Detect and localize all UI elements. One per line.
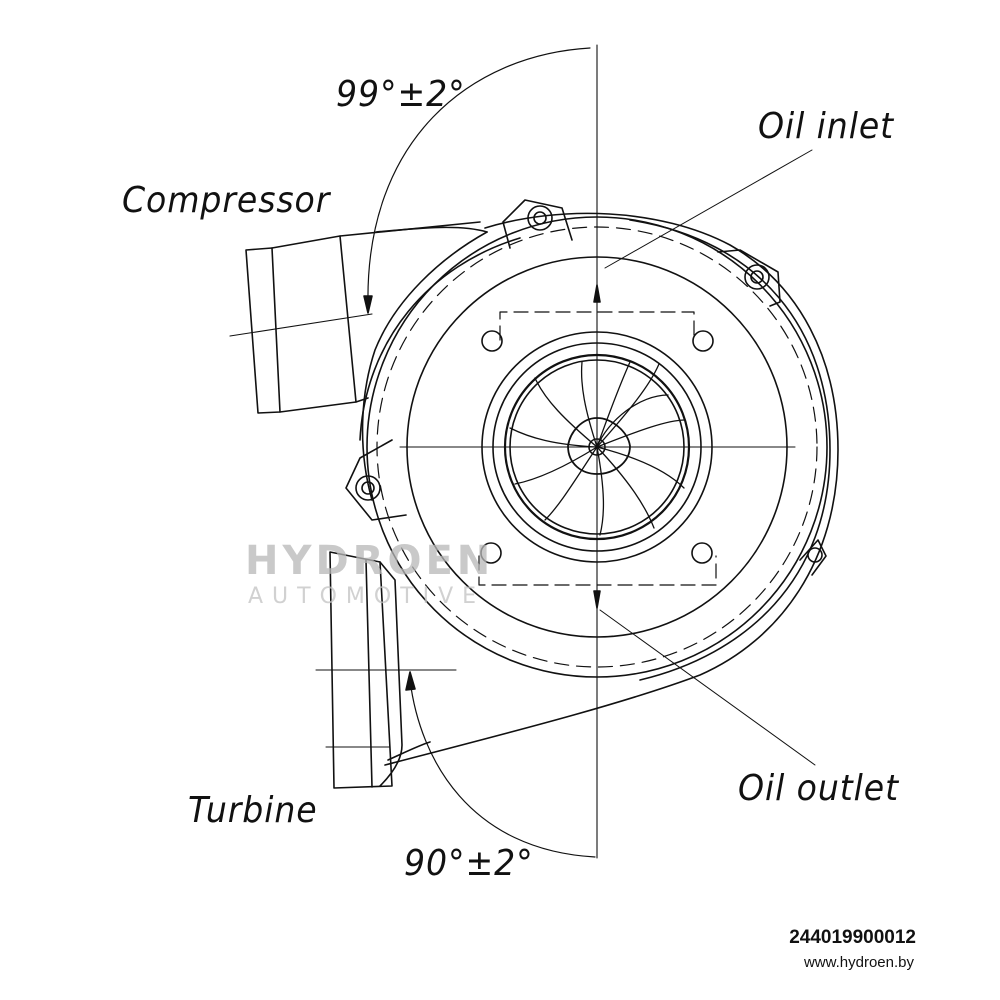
oil-inlet-flange-dashed <box>499 311 695 341</box>
compressor-wheel-blades <box>509 361 686 536</box>
compressor-axis-line <box>229 313 373 337</box>
compressor-outlet-pipe <box>245 221 488 414</box>
bolt-hole-bottom-right <box>691 542 713 564</box>
label-angle-compressor: 99°±2° <box>336 74 466 115</box>
angle-arrow-turbine <box>405 671 416 691</box>
housing-lug-lower-right <box>799 539 827 576</box>
label-angle-turbine: 90°±2° <box>404 843 534 884</box>
volute-housing-second-outline <box>359 237 521 441</box>
website-link[interactable]: www.hydroen.by <box>803 954 914 971</box>
label-oil-inlet: Oil inlet <box>758 106 895 147</box>
angle-arc-compressor <box>367 47 591 306</box>
bolt-hole-bottom-left <box>480 542 502 564</box>
label-compressor: Compressor <box>122 180 331 221</box>
oil-inlet-leader <box>604 149 813 269</box>
turbine-inlet-flange <box>329 551 431 789</box>
volute-housing-inner-outline <box>361 231 488 501</box>
watermark-brand: HYDROEN <box>245 538 495 584</box>
part-number: 244019900012 <box>789 927 916 948</box>
oil-outlet-leader <box>599 609 816 766</box>
housing-lug-top <box>502 199 573 249</box>
oil-outlet-arrow <box>593 590 601 609</box>
volute-housing-outer-arc <box>629 219 831 681</box>
oil-inlet-arrow <box>593 284 601 303</box>
angle-arrow-compressor <box>363 295 373 314</box>
angle-arc-turbine <box>409 679 596 858</box>
label-turbine: Turbine <box>188 790 318 831</box>
oil-outlet-flange-dashed <box>478 555 717 586</box>
bolt-hole-top-left <box>481 330 503 352</box>
bolt-hole-top-right <box>692 330 714 352</box>
watermark-subtitle: AUTOMOTIVE <box>248 584 486 609</box>
housing-lug-right <box>717 249 781 307</box>
housing-lug-left <box>345 439 407 521</box>
label-oil-outlet: Oil outlet <box>738 768 900 809</box>
